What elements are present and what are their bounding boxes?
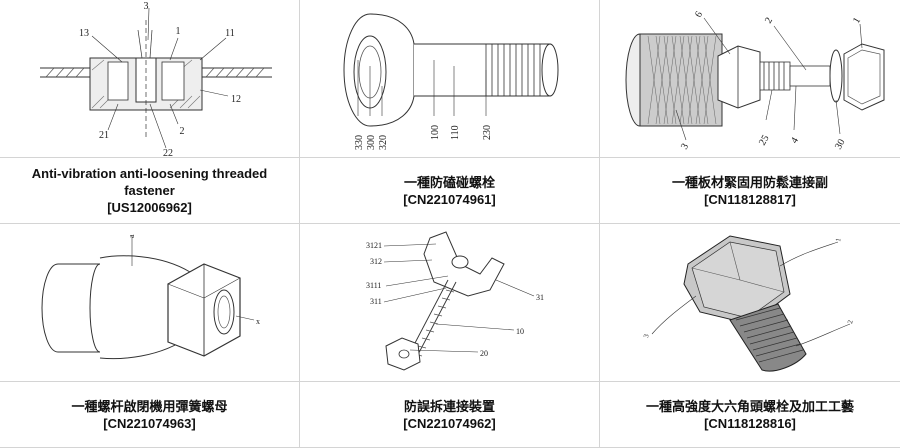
svg-text:22: 22 xyxy=(163,148,173,158)
hex-head-bolt-drawing: 1 3 2 xyxy=(600,224,900,382)
svg-text:20: 20 xyxy=(480,349,488,358)
patent-title[interactable]: 一種螺杆啟閉機用彈簧螺母 xyxy=(71,398,227,415)
patent-number: [CN221074962] xyxy=(403,415,496,432)
svg-text:13: 13 xyxy=(79,28,89,39)
patent-drawing-thumbnail[interactable]: 330 300 320 100 110 230 xyxy=(300,0,599,158)
patent-drawing-thumbnail[interactable]: 6 2 1 3 25 4 30 xyxy=(600,0,900,158)
patent-title[interactable]: 一種板材緊固用防鬆連接副 xyxy=(672,174,828,191)
patent-title[interactable]: Anti-vibration anti-loosening threaded f… xyxy=(14,165,285,199)
anti-bump-bolt-drawing: 330 300 320 100 110 230 xyxy=(300,0,599,158)
result-caption: 防誤拆連接裝置 [CN221074962] xyxy=(300,382,599,447)
svg-text:2: 2 xyxy=(846,319,855,324)
patent-number: [CN221074961] xyxy=(403,191,496,208)
svg-text:3: 3 xyxy=(679,142,691,152)
result-card[interactable]: 3121 312 3111 311 31 10 20 防誤拆連接裝置 [CN22… xyxy=(300,224,600,448)
result-caption: 一種防磕碰螺栓 [CN221074961] xyxy=(300,158,599,223)
patent-number: [CN118128817] xyxy=(704,191,796,208)
patent-drawing-thumbnail[interactable]: 3 13 1 11 12 21 2 22 xyxy=(0,0,299,158)
patent-number: [US12006962] xyxy=(107,199,192,216)
patent-title[interactable]: 一種防磕碰螺栓 xyxy=(404,174,495,191)
result-card[interactable]: 1 3 2 一種高強度大六角頭螺栓及加工工藝 [CN118128816] xyxy=(600,224,900,448)
result-caption: 一種板材緊固用防鬆連接副 [CN118128817] xyxy=(600,158,900,223)
svg-text:10: 10 xyxy=(516,327,524,336)
svg-text:1: 1 xyxy=(176,26,181,37)
svg-text:6: 6 xyxy=(693,10,705,20)
patent-drawing-thumbnail[interactable]: 3121 312 3111 311 31 10 20 xyxy=(300,224,599,382)
svg-text:3: 3 xyxy=(642,333,651,338)
svg-text:11: 11 xyxy=(225,28,235,39)
result-card[interactable]: 6 2 1 3 25 4 30 一種板材緊固用防鬆連接副 [CN11812881… xyxy=(600,0,900,224)
svg-text:330: 330 xyxy=(354,135,365,150)
svg-text:30: 30 xyxy=(833,137,848,151)
patent-drawing-thumbnail[interactable]: 1 3 2 xyxy=(600,224,900,382)
svg-text:300: 300 xyxy=(366,135,377,150)
patent-drawing-thumbnail[interactable]: a x xyxy=(0,224,299,382)
spring-nut-drawing: a x xyxy=(0,224,299,382)
panel-fastening-assembly-drawing: 6 2 1 3 25 4 30 xyxy=(600,0,900,158)
svg-text:a: a xyxy=(127,234,136,238)
svg-text:230: 230 xyxy=(482,125,493,140)
patent-title[interactable]: 防誤拆連接裝置 xyxy=(404,398,495,415)
svg-text:312: 312 xyxy=(370,257,382,266)
svg-text:311: 311 xyxy=(370,297,382,306)
svg-text:31: 31 xyxy=(536,293,544,302)
svg-text:100: 100 xyxy=(430,125,441,140)
svg-text:25: 25 xyxy=(757,133,772,147)
result-card[interactable]: 3 13 1 11 12 21 2 22 Anti-vibration anti… xyxy=(0,0,300,224)
result-caption: 一種高強度大六角頭螺栓及加工工藝 [CN118128816] xyxy=(600,382,900,447)
result-card[interactable]: a x 一種螺杆啟閉機用彈簧螺母 [CN221074963] xyxy=(0,224,300,448)
anti-removal-connector-drawing: 3121 312 3111 311 31 10 20 xyxy=(300,224,599,382)
svg-text:1: 1 xyxy=(834,237,843,242)
svg-text:110: 110 xyxy=(450,125,461,140)
fastener-cross-section-drawing: 3 13 1 11 12 21 2 22 xyxy=(0,0,299,158)
result-caption: Anti-vibration anti-loosening threaded f… xyxy=(0,158,299,223)
svg-text:2: 2 xyxy=(763,16,775,26)
svg-text:12: 12 xyxy=(231,94,241,105)
result-caption: 一種螺杆啟閉機用彈簧螺母 [CN221074963] xyxy=(0,382,299,447)
svg-text:3121: 3121 xyxy=(366,241,382,250)
svg-text:x: x xyxy=(256,317,260,326)
svg-text:2: 2 xyxy=(180,126,185,137)
result-card[interactable]: 330 300 320 100 110 230 一種防磕碰螺栓 [CN22107… xyxy=(300,0,600,224)
patent-number: [CN118128816] xyxy=(704,415,796,432)
patent-number: [CN221074963] xyxy=(103,415,196,432)
svg-text:3: 3 xyxy=(144,1,149,12)
svg-text:320: 320 xyxy=(378,135,389,150)
patent-title[interactable]: 一種高強度大六角頭螺栓及加工工藝 xyxy=(646,398,854,415)
svg-text:1: 1 xyxy=(851,16,863,26)
svg-text:4: 4 xyxy=(789,136,801,146)
svg-text:21: 21 xyxy=(99,130,109,141)
svg-text:3111: 3111 xyxy=(366,281,381,290)
